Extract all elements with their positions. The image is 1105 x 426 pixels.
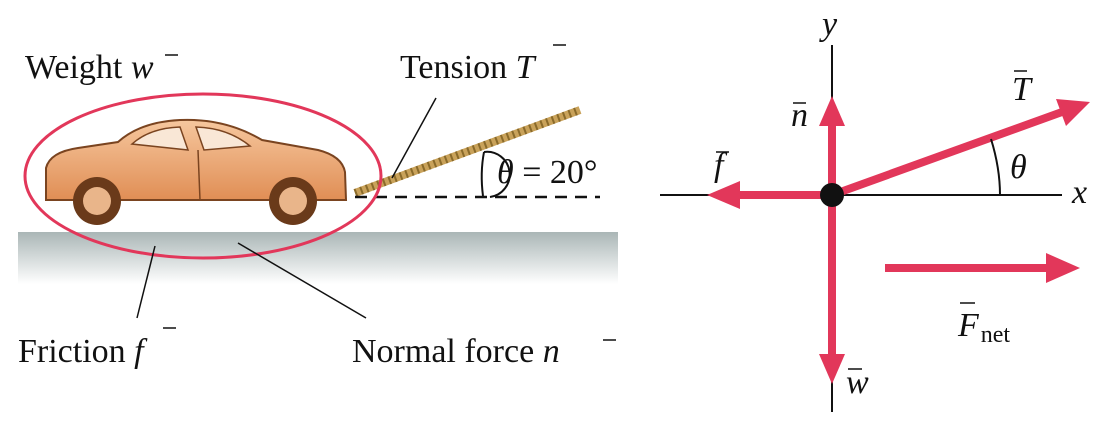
tension-vector bbox=[830, 108, 1064, 199]
friction-arrowhead bbox=[707, 181, 740, 209]
fbd-T-label: T bbox=[1012, 71, 1033, 108]
car bbox=[45, 118, 348, 225]
system-boundary-ellipse bbox=[23, 92, 383, 260]
fbd-x-axis-label: x bbox=[1071, 174, 1087, 211]
tow-rope-texture bbox=[353, 106, 582, 197]
fbd-angle-arc bbox=[990, 138, 1001, 196]
friction-label: Friction f bbox=[18, 333, 148, 370]
normal-force-arrowhead bbox=[819, 96, 845, 126]
fbd-n-label: n bbox=[791, 97, 808, 134]
weight-arrowhead bbox=[819, 354, 845, 384]
tension-label: Tension T bbox=[400, 49, 537, 86]
weight-label: Weight w bbox=[25, 49, 154, 86]
fbd-theta-label: θ bbox=[1010, 149, 1027, 186]
fbd-y-axis-label: y bbox=[819, 6, 838, 43]
friction-leader-line bbox=[136, 245, 156, 319]
fbd-w-label: w bbox=[846, 364, 869, 401]
fbd-Fnet-label: Fnet bbox=[957, 307, 1010, 348]
normal-leader-line bbox=[237, 242, 367, 319]
tension-leader-line bbox=[391, 97, 437, 179]
angle-label: θ = 20° bbox=[497, 154, 597, 191]
tension-arrowhead bbox=[1056, 99, 1090, 126]
net-force-arrowhead bbox=[1046, 253, 1080, 283]
normal-force-label: Normal force n bbox=[352, 333, 560, 370]
fbd-origin-point bbox=[820, 183, 844, 207]
angle-arc bbox=[483, 150, 511, 198]
car-body bbox=[45, 118, 348, 201]
car-windows bbox=[130, 126, 252, 151]
ground-surface bbox=[18, 232, 618, 284]
